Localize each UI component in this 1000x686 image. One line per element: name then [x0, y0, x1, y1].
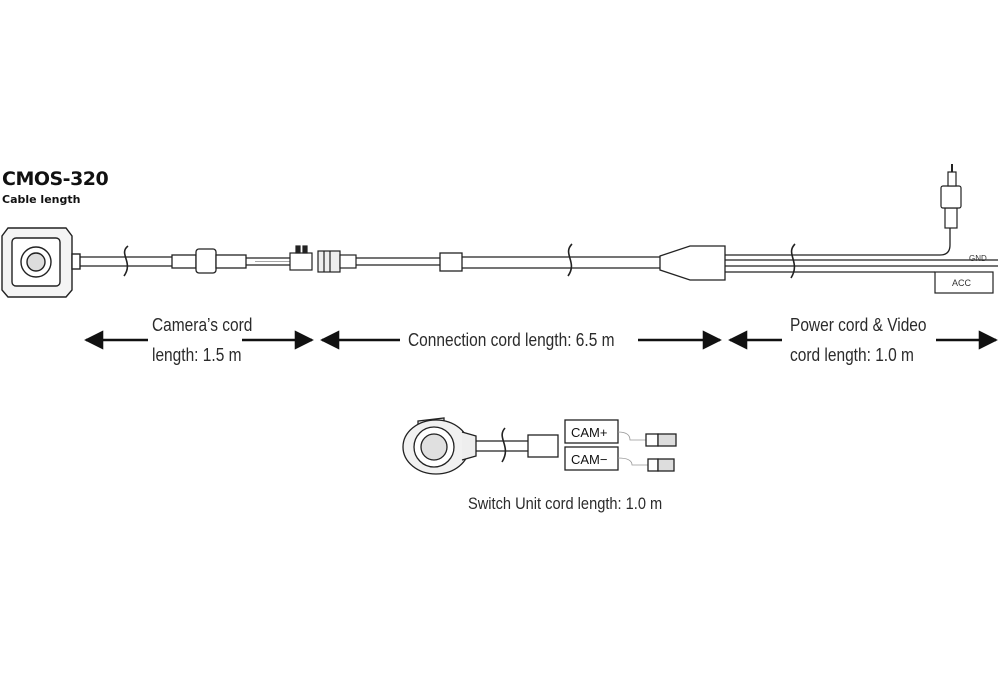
- connector-plug: [246, 245, 440, 273]
- cam-minus-label: CAM−: [571, 452, 608, 467]
- acc-label: ACC: [952, 278, 972, 288]
- camera-cord-label-line2: length: 1.5 m: [152, 345, 242, 365]
- rca-plug: [940, 164, 962, 229]
- cable-length-subtitle: Cable length: [2, 193, 81, 206]
- cam-plus-label: CAM+: [571, 425, 608, 440]
- switch-unit-cord-label: Switch Unit cord length: 1.0 m: [468, 494, 663, 513]
- gnd-label: GND: [969, 254, 987, 263]
- power-cord-label-line2: cord length: 1.0 m: [790, 345, 914, 365]
- camera-cord-label-line1: Camera’s cord: [152, 315, 253, 335]
- power-cord-label-line1: Power cord & Video: [790, 315, 927, 335]
- camera-cord: [80, 245, 247, 277]
- acc-box: [934, 271, 994, 294]
- model-title: CMOS-320: [2, 168, 109, 190]
- switch-unit: [402, 417, 677, 475]
- power-video-wires: [725, 228, 998, 279]
- camera-unit: [1, 227, 81, 298]
- connection-cord: [439, 243, 726, 281]
- connection-cord-label: Connection cord length: 6.5 m: [408, 330, 615, 350]
